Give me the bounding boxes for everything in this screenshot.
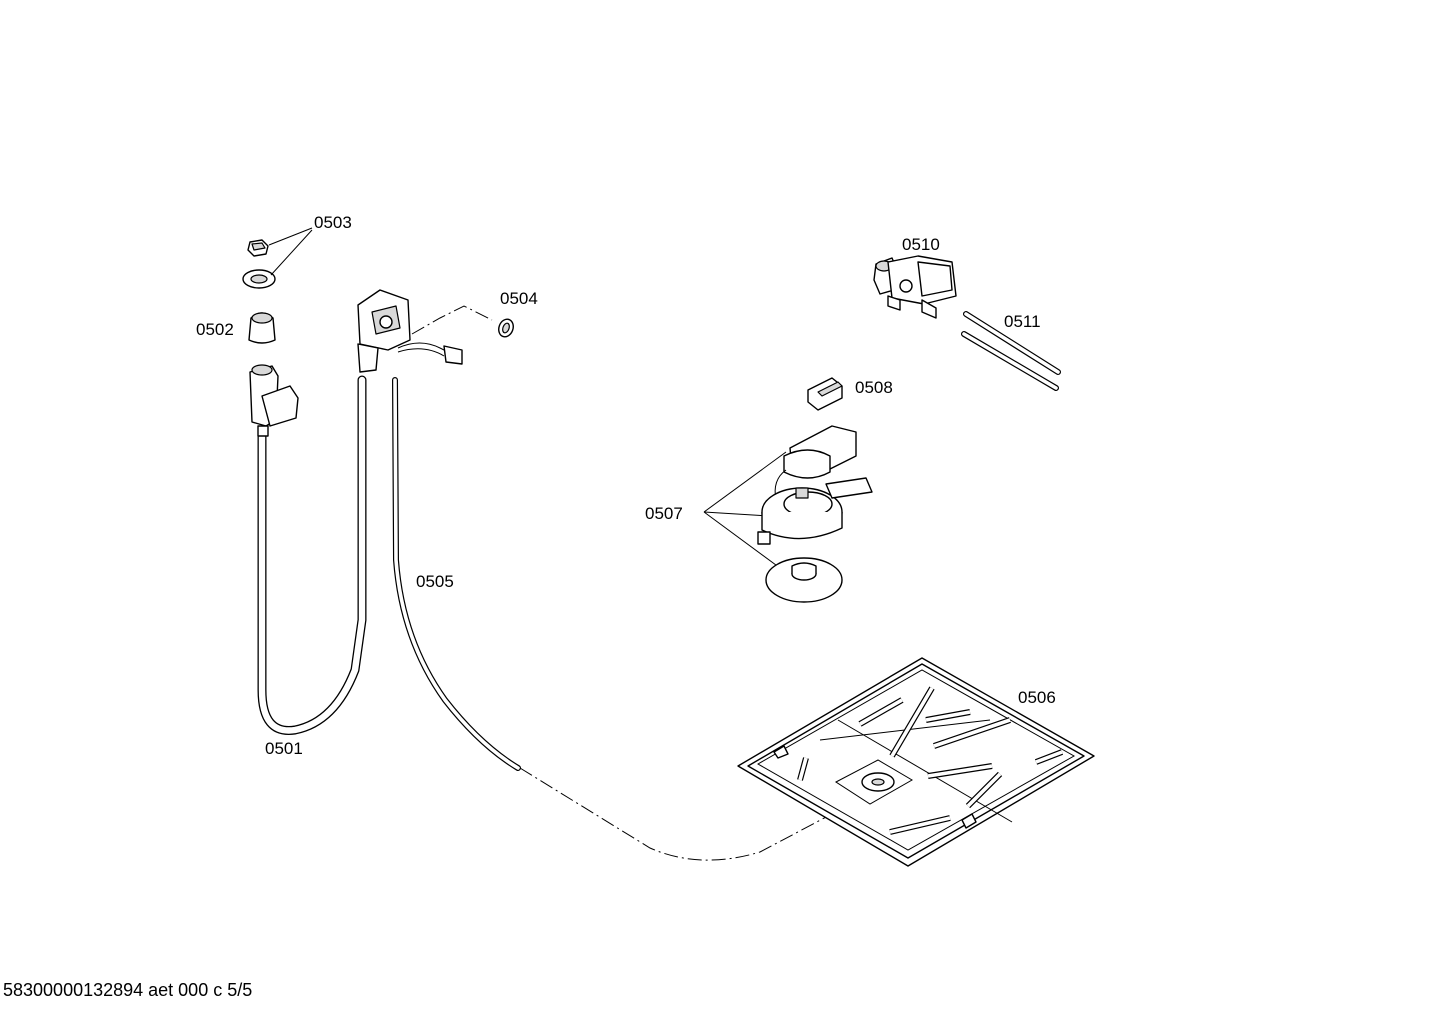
label-0506: 0506 bbox=[1018, 688, 1056, 707]
part-0504-seal-ring[interactable] bbox=[496, 317, 515, 339]
label-0505: 0505 bbox=[416, 572, 454, 591]
part-0506-base-tray[interactable] bbox=[737, 657, 1095, 867]
label-0503: 0503 bbox=[314, 213, 352, 232]
label-0508: 0508 bbox=[855, 378, 893, 397]
label-0502: 0502 bbox=[196, 320, 234, 339]
label-0510: 0510 bbox=[902, 235, 940, 254]
part-0507-pump-assembly[interactable] bbox=[703, 425, 873, 603]
document-reference: 58300000132894 aet 000 c 5/5 bbox=[3, 980, 253, 1000]
part-0503-nut-washer[interactable] bbox=[242, 227, 313, 289]
part-0508-connector[interactable] bbox=[807, 377, 843, 411]
part-0510-water-valve[interactable] bbox=[873, 255, 957, 319]
part-0511-tubes[interactable] bbox=[961, 311, 1061, 391]
label-0507: 0507 bbox=[645, 504, 683, 523]
label-0511: 0511 bbox=[1004, 312, 1041, 331]
part-0502-cap[interactable] bbox=[248, 312, 276, 344]
part-0505-drain-hose[interactable] bbox=[392, 377, 831, 861]
label-0504: 0504 bbox=[500, 289, 538, 308]
label-0501: 0501 bbox=[265, 739, 303, 758]
part-0501-inlet-hose[interactable] bbox=[249, 289, 493, 735]
